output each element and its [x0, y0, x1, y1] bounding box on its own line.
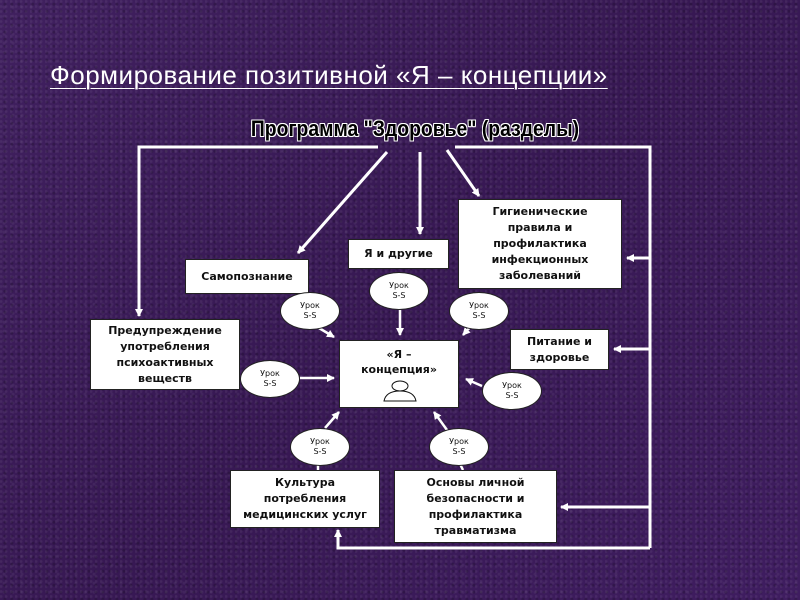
lesson-oval-bottom-right: Урок S-S — [429, 428, 489, 466]
box-medical-culture: Культура потребления медицинских услуг — [230, 470, 380, 528]
lesson-label: Урок — [389, 281, 409, 290]
lesson-label: Урок — [300, 301, 320, 310]
box-hygiene: Гигиенические правила и профилактика инф… — [458, 199, 622, 289]
arrow-oval-bottom-right — [432, 411, 449, 431]
slide-title: Формирование позитивной «Я – концепции» — [50, 60, 608, 90]
lesson-oval-left-upper: Урок S-S — [280, 292, 340, 330]
box-self-knowledge: Самопознание — [185, 259, 309, 294]
lesson-code: S-S — [472, 311, 486, 320]
arrow-to-hygiene — [445, 149, 481, 197]
lesson-oval-right-upper: Урок S-S — [449, 292, 509, 330]
program-title: Программа "Здоровье" (разделы) — [250, 116, 580, 141]
arrow-to-hygiene-outer — [455, 145, 652, 548]
person-figure-icon — [383, 380, 417, 402]
box-nutrition: Питание и здоровье — [510, 329, 609, 370]
lesson-oval-right: Урок S-S — [482, 372, 542, 410]
center-label: «Я – концепция» — [361, 348, 437, 376]
arrow-to-culture — [334, 529, 650, 550]
arrow-to-prevention — [135, 145, 378, 317]
box-prevention: Предупреждение употребления психоактивны… — [90, 319, 240, 390]
arrow-to-self — [296, 151, 389, 254]
box-personal-safety: Основы личной безопасности и профилактик… — [394, 470, 557, 543]
arrow-oval-bottom-left — [324, 411, 340, 429]
lesson-code: S-S — [303, 311, 317, 320]
lesson-oval-top: Урок S-S — [369, 272, 429, 310]
lesson-oval-left: Урок S-S — [240, 360, 300, 398]
lesson-code: S-S — [313, 447, 327, 456]
lesson-code: S-S — [392, 291, 406, 300]
box-me-and-others: Я и другие — [348, 239, 449, 269]
lesson-code: S-S — [452, 447, 466, 456]
lesson-label: Урок — [449, 437, 469, 446]
arrow-oval-right — [465, 377, 483, 388]
center-box-self-concept: «Я – концепция» — [339, 340, 459, 408]
lesson-label: Урок — [260, 369, 280, 378]
lesson-code: S-S — [263, 379, 277, 388]
lesson-label: Урок — [310, 437, 330, 446]
lesson-label: Урок — [469, 301, 489, 310]
lesson-code: S-S — [505, 391, 519, 400]
lesson-label: Урок — [502, 381, 522, 390]
lesson-oval-bottom-left: Урок S-S — [290, 428, 350, 466]
